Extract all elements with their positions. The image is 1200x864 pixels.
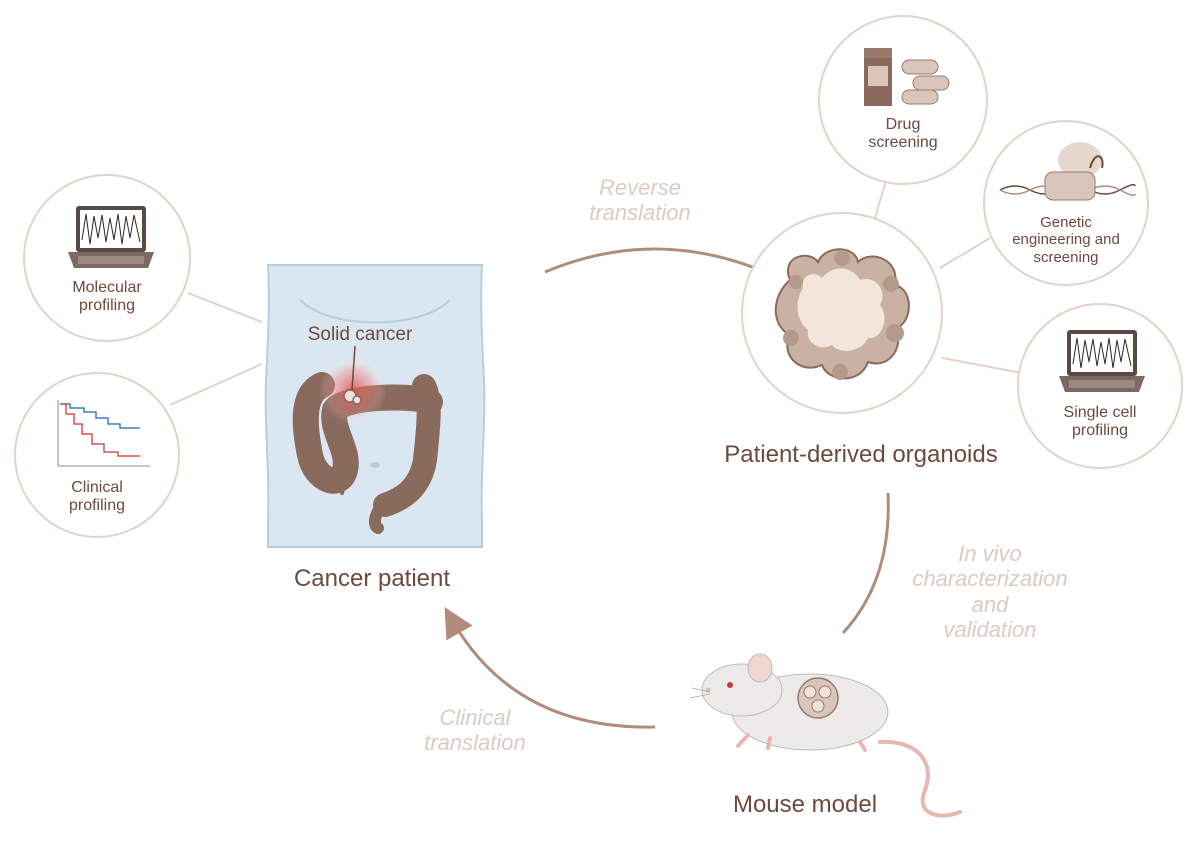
drug-label-line1: Drug — [885, 116, 921, 133]
clinical-profiling-bubble — [14, 372, 180, 538]
in-vivo-line1: In vivo — [958, 541, 1022, 566]
clinical-translation-label: Clinical translation — [400, 705, 550, 756]
molecular-label-line1: Molecular — [72, 279, 142, 296]
genetic-label-line3: screening — [1033, 248, 1099, 266]
organoids-label: Patient-derived organoids — [724, 441, 998, 468]
single-cell-line1: Single cell — [1063, 404, 1137, 421]
in-vivo-line4: validation — [943, 616, 1037, 642]
single-cell-label: Single cell profiling — [1050, 404, 1150, 441]
reverse-line2: translation — [589, 200, 691, 226]
in-vivo-arrow — [841, 492, 890, 635]
genetic-label-line2: engineering and — [1012, 231, 1120, 249]
single-cell-line2: profiling — [1071, 422, 1129, 440]
mouse-icon — [689, 653, 962, 818]
laptop-icon — [68, 206, 154, 268]
reverse-line1: Reverse — [599, 175, 681, 200]
molecular-profiling-label: Molecular profiling — [57, 279, 157, 316]
tumor-icon — [319, 345, 387, 424]
organoid-icon — [774, 248, 910, 380]
in-vivo-line3: and — [971, 591, 1009, 617]
clinical-translation-arrow — [444, 606, 656, 729]
crispr-dna-icon — [999, 142, 1136, 201]
organoid-bubble — [741, 212, 943, 414]
pill-bottle-icon — [864, 48, 892, 106]
clinical-label-line1: Clinical — [71, 479, 123, 496]
single-cell-bubble — [1017, 303, 1183, 469]
clinical-profiling-label: Clinical profiling — [47, 479, 147, 516]
genetic-engineering-label: Genetic engineering and screening — [1006, 214, 1126, 266]
cancer-patient-label: Cancer patient — [293, 565, 451, 592]
molecular-profiling-bubble — [23, 174, 191, 342]
xenograft-tumor-icon — [797, 677, 839, 719]
clinical-translation-line1: Clinical — [439, 705, 511, 730]
genetic-engineering-bubble — [983, 120, 1149, 286]
survival-curve-icon — [57, 400, 150, 467]
clinical-translation-line2: translation — [424, 730, 526, 756]
capsule-icon — [901, 59, 950, 105]
clinical-label-line2: profiling — [68, 497, 126, 515]
drug-label-line2: screening — [868, 134, 938, 152]
reverse-translation-label: Reverse translation — [560, 175, 720, 226]
reverse-translation-arrow — [544, 247, 756, 274]
genetic-label-line1: Genetic — [1040, 214, 1092, 231]
in-vivo-line2: characterization — [912, 566, 1068, 592]
drug-screening-label: Drug screening — [853, 116, 953, 153]
in-vivo-label: In vivo characterization and validation — [890, 541, 1090, 642]
molecular-label-line2: profiling — [78, 297, 136, 315]
drug-screening-bubble — [818, 15, 988, 185]
laptop-icon — [1059, 330, 1145, 392]
solid-cancer-label: Solid cancer — [307, 324, 413, 345]
mouse-model-label: Mouse model — [732, 791, 878, 818]
